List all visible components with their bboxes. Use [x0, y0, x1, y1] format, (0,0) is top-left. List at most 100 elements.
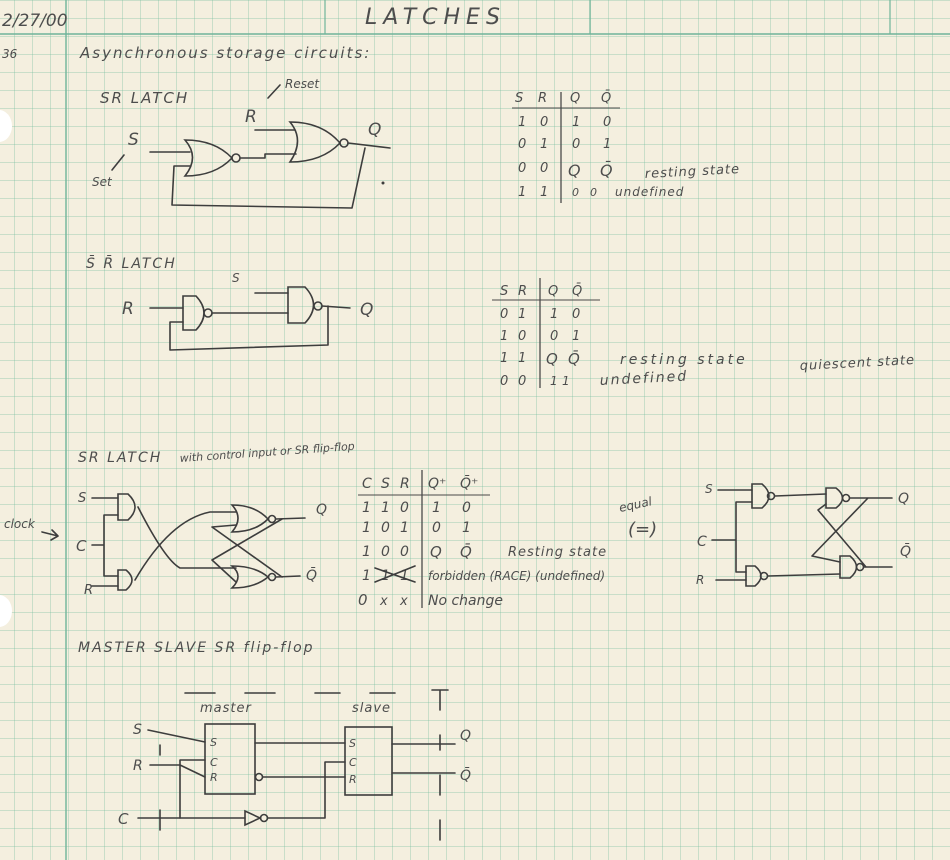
wire — [239, 153, 297, 159]
nor-gate-top — [230, 504, 277, 533]
svg-text:0: 0 — [572, 307, 580, 322]
reset-label: Reset — [285, 77, 320, 91]
nand-gate-1 — [182, 295, 213, 331]
svg-text:1: 1 — [562, 374, 570, 388]
eq-wire — [767, 493, 893, 577]
svg-text:0: 0 — [572, 186, 579, 199]
svg-text:0: 0 — [381, 520, 390, 536]
wire — [275, 517, 306, 520]
sr-control-subtitle: with control input or SR flip-flop — [179, 440, 355, 465]
clock-label: clock — [4, 517, 36, 531]
svg-text:Q̄: Q̄ — [460, 542, 472, 561]
nand-gate-2 — [287, 286, 323, 324]
slave-box — [344, 726, 393, 796]
svg-text:Q⁺: Q⁺ — [428, 476, 446, 492]
svg-text:1: 1 — [603, 137, 611, 152]
wire — [137, 506, 237, 569]
ctl-input-r: R — [84, 583, 93, 598]
sbar-output-q: Q — [360, 300, 373, 320]
svg-text:1: 1 — [550, 307, 558, 322]
ms-wire — [149, 764, 206, 778]
eq-output-q: Q — [898, 491, 909, 507]
wire — [275, 575, 301, 578]
svg-text:0: 0 — [540, 161, 548, 176]
svg-text:1: 1 — [381, 568, 390, 584]
cross-wire — [211, 524, 283, 578]
header-date: 2/27/00 — [2, 11, 68, 31]
ms-wire — [147, 729, 206, 743]
svg-text:1: 1 — [540, 185, 548, 200]
svg-text:1: 1 — [540, 137, 548, 152]
feedback-wire — [171, 147, 366, 209]
svg-text:0: 0 — [518, 137, 526, 152]
svg-text:0: 0 — [400, 500, 409, 516]
svg-text:Q: Q — [546, 350, 558, 368]
svg-text:1: 1 — [518, 307, 526, 322]
svg-text:0: 0 — [572, 137, 580, 152]
slave-pin-c: C — [349, 756, 357, 769]
svg-text:Q: Q — [430, 543, 442, 561]
master-box — [204, 723, 256, 795]
svg-text:S: S — [515, 91, 523, 106]
ctl-input-s: S — [78, 491, 86, 506]
svg-text:0: 0 — [432, 520, 441, 536]
eq-nand-2 — [745, 565, 769, 587]
sr-output-q: Q — [368, 120, 381, 140]
svg-text:Q̄: Q̄ — [600, 161, 613, 180]
svg-text:Q̄: Q̄ — [568, 349, 580, 368]
svg-text:0: 0 — [358, 591, 368, 609]
svg-text:1: 1 — [572, 329, 580, 344]
slave-label: slave — [352, 701, 391, 716]
and-gate-bottom — [117, 569, 133, 591]
svg-text:undefined: undefined — [615, 185, 684, 199]
equal-symbol: (=) — [628, 519, 657, 540]
svg-text:1: 1 — [381, 500, 390, 516]
nor-gate-2 — [288, 121, 349, 163]
svg-text:x: x — [379, 594, 388, 609]
svg-text:0: 0 — [381, 544, 390, 560]
svg-text:R: R — [400, 476, 410, 492]
set-label: Set — [92, 175, 113, 189]
nor-gate-1 — [183, 139, 241, 177]
ms-input-s: S — [133, 722, 142, 738]
intro-heading: Asynchronous storage circuits: — [79, 44, 371, 62]
svg-text:0: 0 — [603, 115, 611, 130]
binder-hole — [0, 110, 12, 142]
svg-text:1: 1 — [400, 568, 409, 584]
svg-text:1: 1 — [550, 374, 558, 388]
cross-wire — [211, 518, 283, 583]
svg-text:0: 0 — [500, 307, 508, 322]
svg-text:Q: Q — [548, 284, 558, 299]
svg-text:C: C — [362, 476, 372, 492]
svg-text:S: S — [500, 284, 508, 299]
page-title: LATCHES — [365, 5, 506, 30]
svg-text:1: 1 — [500, 351, 508, 366]
svg-text:1: 1 — [500, 329, 508, 344]
wire — [134, 511, 237, 581]
svg-text:undefined: undefined — [599, 368, 688, 389]
eq-nand-1 — [751, 483, 776, 509]
wire — [347, 142, 391, 149]
svg-text:1: 1 — [362, 568, 371, 584]
svg-text:1: 1 — [400, 520, 409, 536]
sbar-input-r: R — [122, 299, 134, 319]
clock-inverter — [244, 809, 269, 827]
svg-text:Q̄⁺: Q̄⁺ — [460, 474, 478, 492]
sr-input-s: S — [128, 130, 139, 150]
master-pin-s: S — [210, 736, 217, 749]
wire — [91, 514, 119, 577]
svg-text:0: 0 — [518, 374, 526, 389]
svg-text:1: 1 — [572, 115, 580, 130]
sbar-rbar-truth-table: S R Q Q̄ 0 1 1 0 1 0 0 1 1 1 Q Q̄ restin… — [492, 278, 915, 389]
svg-text:1: 1 — [362, 520, 371, 536]
slave-pin-s: S — [349, 737, 356, 750]
svg-text:Q̄: Q̄ — [601, 91, 611, 106]
sr-control-title: SR LATCH — [78, 450, 162, 466]
sr-control-truth-table: C S R Q⁺ Q̄⁺ 1 1 0 1 0 1 0 1 0 1 1 0 0 Q… — [358, 470, 606, 609]
ms-wire — [267, 761, 346, 819]
svg-text:0: 0 — [400, 544, 409, 560]
clock-arrow — [41, 529, 59, 541]
svg-text:quiescent state: quiescent state — [799, 353, 915, 374]
svg-text:0: 0 — [550, 329, 558, 344]
